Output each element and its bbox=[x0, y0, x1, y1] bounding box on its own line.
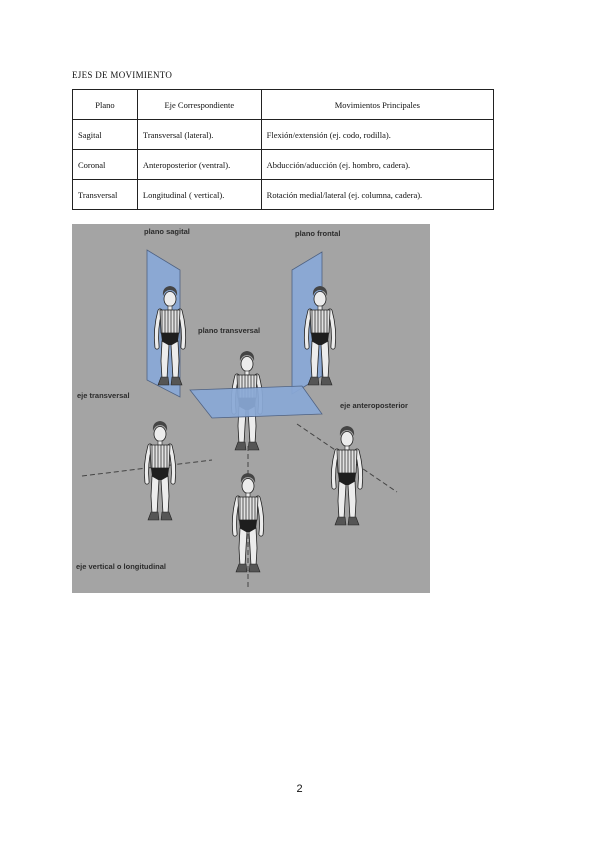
label-eje-anteroposterior: eje anteroposterior bbox=[340, 401, 408, 410]
table-header-row: Plano Eje Correspondiente Movimientos Pr… bbox=[72, 89, 495, 120]
cell-plano: Transversal bbox=[72, 179, 138, 210]
label-plano-transversal: plano transversal bbox=[198, 326, 261, 335]
cell-eje: Anteroposterior (ventral). bbox=[136, 149, 262, 180]
table-row: Transversal Longitudinal ( vertical). Ro… bbox=[72, 179, 495, 210]
label-plano-sagital: plano sagital bbox=[144, 227, 190, 236]
cell-movimientos: Rotación medial/lateral (ej. columna, ca… bbox=[260, 179, 495, 210]
cell-eje: Transversal (lateral). bbox=[136, 119, 262, 150]
cell-plano: Sagital bbox=[72, 119, 138, 150]
header-eje: Eje Correspondiente bbox=[136, 89, 262, 120]
table-row: Coronal Anteroposterior (ventral). Abduc… bbox=[72, 149, 495, 180]
figure-person-eje-anteroposterior bbox=[333, 426, 360, 525]
axes-table: Plano Eje Correspondiente Movimientos Pr… bbox=[72, 89, 495, 210]
cell-movimientos: Abducción/aducción (ej. hombro, cadera). bbox=[260, 149, 495, 180]
page-number: 2 bbox=[296, 783, 303, 795]
header-plano: Plano bbox=[72, 89, 138, 120]
table-row: Sagital Transversal (lateral). Flexión/e… bbox=[72, 119, 495, 150]
section-heading: EJES DE MOVIMIENTO bbox=[72, 70, 173, 80]
figure-illustration bbox=[81, 249, 398, 588]
transverse-plane bbox=[189, 385, 323, 419]
label-eje-vertical: eje vertical o longitudinal bbox=[76, 562, 167, 571]
cell-movimientos: Flexión/extensión (ej. codo, rodilla). bbox=[260, 119, 495, 150]
cell-eje: Longitudinal ( vertical). bbox=[136, 179, 262, 210]
figure-person-eje-vertical bbox=[234, 473, 261, 572]
cell-plano: Coronal bbox=[72, 149, 138, 180]
figure-person-eje-transversal bbox=[146, 421, 173, 520]
label-plano-frontal: plano frontal bbox=[295, 229, 341, 238]
header-movimientos: Movimientos Principales bbox=[260, 89, 495, 120]
label-eje-transversal: eje transversal bbox=[77, 391, 130, 400]
anatomical-planes-figure: plano sagital plano frontal plano transv… bbox=[72, 224, 430, 593]
